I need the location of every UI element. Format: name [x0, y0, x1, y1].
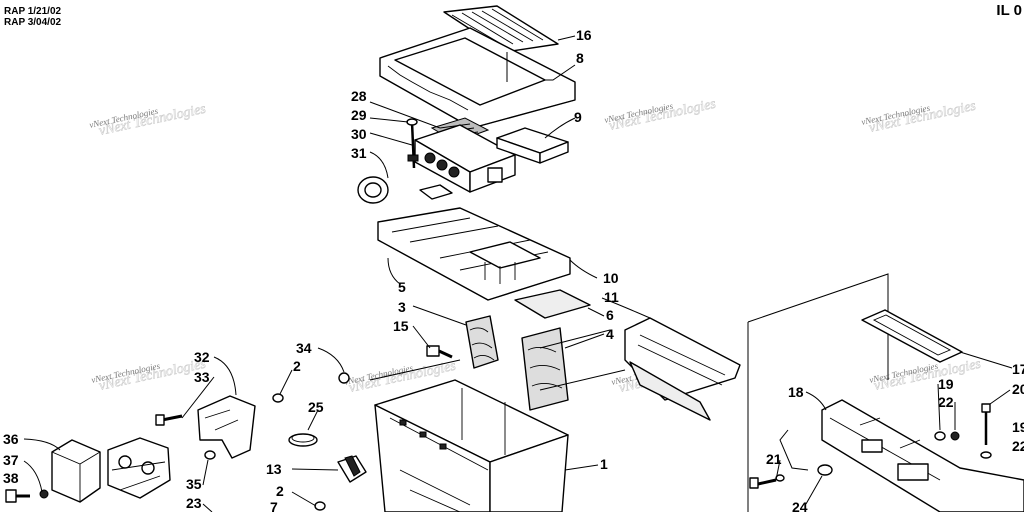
leader-lines	[23, 35, 1013, 512]
part-21-bolt	[749, 477, 777, 489]
part-37-nut	[39, 489, 49, 499]
callout-13: 13	[266, 461, 282, 477]
part-18-air-duct	[821, 399, 1024, 512]
part-19-washer	[934, 431, 946, 441]
part-33-bolt	[155, 414, 183, 426]
callout-4: 4	[606, 326, 614, 342]
part-6-foam	[514, 289, 591, 319]
callout-7: 7	[270, 499, 278, 512]
part-11-intake-silencer	[624, 317, 741, 421]
part-29-bolt	[406, 118, 419, 169]
part-17-gasket	[861, 309, 963, 363]
callout-18: 18	[788, 384, 804, 400]
callout-8: 8	[576, 50, 584, 66]
part-8-top-cover	[379, 27, 576, 129]
part-38-bolt	[5, 489, 30, 503]
part-34-clip	[338, 372, 350, 384]
part-13-boot	[337, 455, 367, 483]
part-35-washer	[204, 450, 216, 460]
callout-36: 36	[3, 431, 19, 447]
callout-28: 28	[351, 88, 367, 104]
callout-24: 24	[792, 499, 808, 512]
callout-34: 34	[296, 340, 312, 356]
revision-note-2: RAP 3/04/02	[4, 17, 62, 28]
callout-22: 22	[938, 394, 954, 410]
part-24-washer	[817, 464, 833, 476]
callout-10: 10	[603, 270, 619, 286]
callout-1: 1	[600, 456, 608, 472]
callout-29: 29	[351, 107, 367, 123]
callout-20: 20	[1012, 381, 1024, 397]
callout-labels: 16 8 28 29 30 9 31 10 5 11 3 6 15 4 34 3…	[3, 27, 1024, 512]
callout-31: 31	[351, 145, 367, 161]
part-2-washer-lower	[314, 501, 326, 511]
carburetor-assembly	[107, 437, 171, 499]
callout-25: 25	[308, 399, 324, 415]
drawing-code: IL 0	[996, 2, 1022, 19]
inset-frame	[747, 273, 889, 512]
callout-15: 15	[393, 318, 409, 334]
callout-2: 2	[293, 358, 301, 374]
part-30-control-module	[414, 124, 516, 193]
part-4-foam-filter	[521, 327, 569, 411]
callout-2-lower: 2	[276, 483, 284, 499]
part-32-bracket	[197, 395, 256, 459]
part-20-bolt	[981, 403, 991, 445]
callout-30: 30	[351, 126, 367, 142]
part-15-screw	[426, 345, 453, 359]
part-21-wire	[779, 429, 809, 471]
part-5-airbox-lid	[377, 207, 571, 301]
part-3-foam-filter	[465, 315, 499, 369]
revision-note-1: RAP 1/21/02	[4, 6, 62, 17]
callout-3: 3	[398, 299, 406, 315]
part-9-filter	[496, 127, 569, 164]
callout-37: 37	[3, 452, 19, 468]
part-30-gasket	[419, 184, 453, 200]
callout-11: 11	[604, 289, 619, 305]
part-25-clamp	[288, 433, 318, 447]
part-31-grommet	[357, 176, 389, 204]
callout-23: 23	[186, 495, 202, 511]
callout-17: 17	[1012, 361, 1024, 377]
callout-6: 6	[606, 307, 614, 323]
callout-33: 33	[194, 369, 210, 385]
callout-22-right: 22	[1012, 438, 1024, 454]
callout-5: 5	[398, 279, 406, 295]
part-19-washer-right	[980, 451, 992, 459]
part-22-nut	[950, 431, 960, 441]
callout-35: 35	[186, 476, 202, 492]
callout-19-right: 19	[1012, 419, 1024, 435]
part-36-cover	[51, 439, 101, 503]
callout-21: 21	[766, 451, 782, 467]
part-1-airbox-base	[374, 379, 569, 512]
callout-32: 32	[194, 349, 210, 365]
callout-16: 16	[576, 27, 592, 43]
callout-19: 19	[938, 376, 954, 392]
callout-9: 9	[574, 109, 582, 125]
part-2-washer	[272, 393, 284, 403]
callout-38: 38	[3, 470, 19, 486]
